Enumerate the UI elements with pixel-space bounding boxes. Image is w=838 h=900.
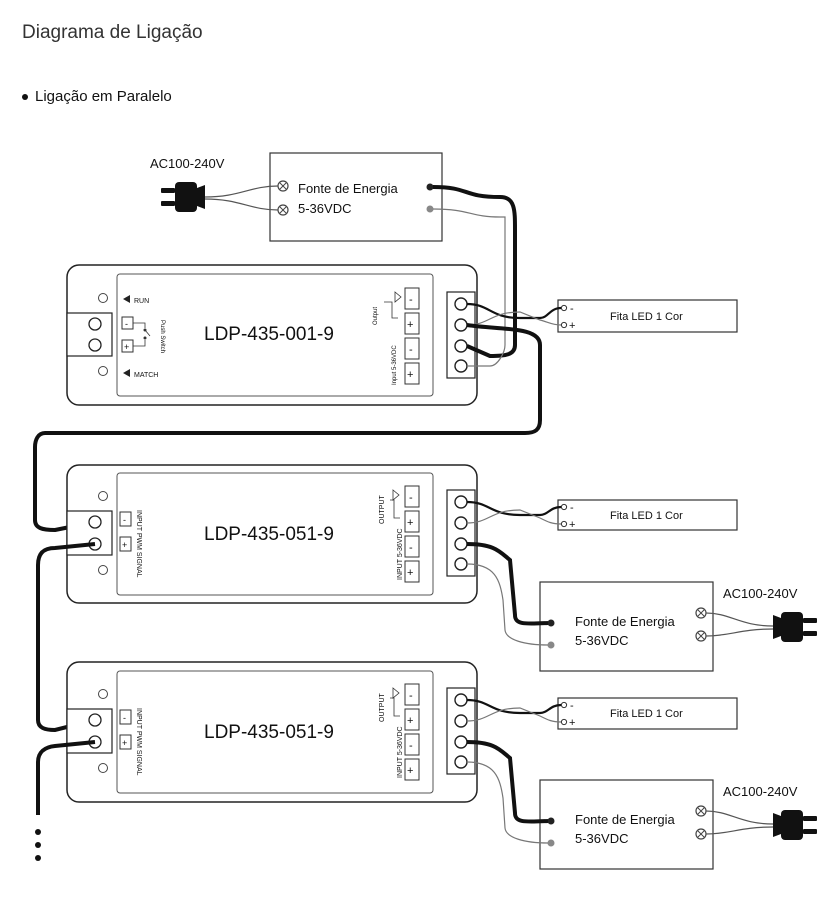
subtitle-text: Ligação em Paralelo bbox=[35, 88, 172, 105]
power-supply-name: Fonte de Energia bbox=[298, 181, 399, 196]
led-strip-3: - + Fita LED 1 Cor bbox=[557, 697, 738, 730]
plug-icon-2 bbox=[773, 612, 817, 642]
ctrl-out-plus: + bbox=[407, 319, 413, 331]
led-strip-1-label: Fita LED 1 Cor bbox=[610, 311, 683, 323]
r2-pw-minus: - bbox=[409, 740, 413, 752]
r2-out-plus: + bbox=[407, 715, 413, 727]
led1-minus: - bbox=[570, 303, 574, 315]
led-strip-3-label: Fita LED 1 Cor bbox=[610, 708, 683, 720]
r2-pw-plus: + bbox=[407, 765, 413, 777]
ctrl-out-minus: - bbox=[409, 294, 413, 306]
page-title: Diagrama de Ligação bbox=[22, 22, 203, 43]
bullet-icon bbox=[22, 94, 28, 101]
led-strip-2-label: Fita LED 1 Cor bbox=[610, 510, 683, 522]
r1-pw-plus: + bbox=[407, 567, 413, 579]
power-supply-3-name: Fonte de Energia bbox=[575, 812, 676, 827]
led3-plus: + bbox=[569, 717, 575, 729]
r2-in-minus: - bbox=[123, 713, 126, 723]
controller-model: LDP-435-001-9 bbox=[204, 324, 334, 345]
r1-in-plus: + bbox=[122, 540, 127, 550]
switch-minus: - bbox=[125, 319, 128, 329]
r2-input-label: INPUT 5-36VDC bbox=[397, 726, 404, 778]
r1-in-minus: - bbox=[123, 515, 126, 525]
push-switch-label: Push Switch bbox=[159, 320, 165, 353]
r2-out-minus: - bbox=[409, 690, 413, 702]
power-supply-voltage: 5-36VDC bbox=[298, 201, 351, 216]
controller-output-label: Output bbox=[373, 307, 379, 325]
receiver-device-1: - + INPUT PWM SIGNAL LDP-435-051-9 OUTPU… bbox=[66, 464, 478, 604]
power-supply-2-name: Fonte de Energia bbox=[575, 614, 676, 629]
r2-input-pwm-label: INPUT PWM SIGNAL bbox=[135, 708, 142, 776]
r1-input-label: INPUT 5-36VDC bbox=[397, 528, 404, 580]
led1-plus: + bbox=[569, 320, 575, 332]
power-supply-3: Fonte de Energia 5-36VDC bbox=[539, 779, 714, 870]
continuation-dots bbox=[35, 829, 41, 861]
led2-plus: + bbox=[569, 519, 575, 531]
ac-label-top: AC100-240V bbox=[150, 156, 225, 171]
switch-plus: + bbox=[124, 342, 129, 352]
plug-icon-3 bbox=[773, 810, 817, 840]
r1-out-plus: + bbox=[407, 517, 413, 529]
ctrl-in-minus: - bbox=[409, 344, 413, 356]
controller-input-label: Input 5-36VDC bbox=[392, 345, 398, 385]
r1-out-minus: - bbox=[409, 492, 413, 504]
power-supply-2: Fonte de Energia 5-36VDC bbox=[539, 581, 714, 672]
receiver-1-model: LDP-435-051-9 bbox=[204, 524, 334, 545]
plug-icon bbox=[161, 182, 205, 212]
r2-output-label: OUTPUT bbox=[379, 693, 386, 723]
power-supply-2-voltage: 5-36VDC bbox=[575, 633, 628, 648]
receiver-device-2: - + INPUT PWM SIGNAL LDP-435-051-9 OUTPU… bbox=[66, 661, 478, 803]
power-supply-top: Fonte de Energia 5-36VDC bbox=[269, 152, 443, 242]
r1-input-pwm-label: INPUT PWM SIGNAL bbox=[135, 510, 142, 578]
r1-pw-minus: - bbox=[409, 542, 413, 554]
match-label: MATCH bbox=[134, 372, 158, 379]
ctrl-in-plus: + bbox=[407, 369, 413, 381]
led3-minus: - bbox=[570, 700, 574, 712]
ac-label-3: AC100-240V bbox=[723, 784, 798, 799]
led-strip-2: - + Fita LED 1 Cor bbox=[557, 499, 738, 531]
r2-in-plus: + bbox=[122, 738, 127, 748]
ac-label-2: AC100-240V bbox=[723, 586, 798, 601]
r1-output-label: OUTPUT bbox=[379, 495, 386, 525]
power-supply-3-voltage: 5-36VDC bbox=[575, 831, 628, 846]
receiver-2-model: LDP-435-051-9 bbox=[204, 722, 334, 743]
controller-device: RUN MATCH - + Push Switch LDP-435-001-9 … bbox=[66, 264, 478, 406]
run-label: RUN bbox=[134, 298, 149, 305]
led-strip-1: - + Fita LED 1 Cor bbox=[557, 299, 738, 333]
led2-minus: - bbox=[570, 502, 574, 514]
section-subtitle: Ligação em Paralelo bbox=[22, 88, 172, 105]
